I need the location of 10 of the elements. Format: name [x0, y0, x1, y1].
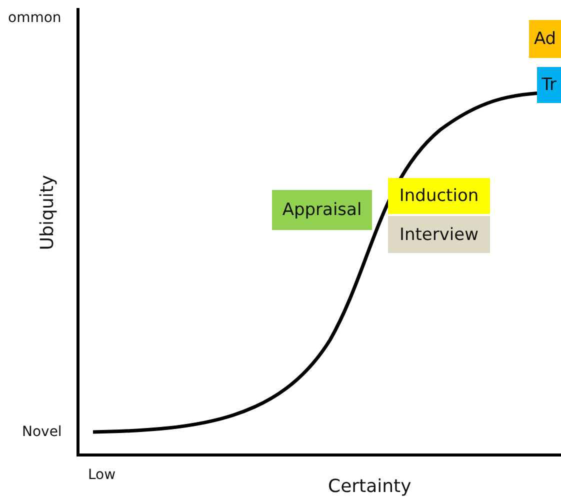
label-box: Interview	[388, 216, 490, 253]
axis-label: Novel	[22, 424, 62, 440]
label-box: Ad	[529, 20, 561, 58]
axis-title: Certainty	[328, 476, 412, 497]
axis-title: Ubiquity	[37, 174, 58, 250]
label-box: Induction	[388, 178, 490, 214]
axis-label: Low	[88, 467, 116, 483]
axis-label: ommon	[8, 10, 62, 26]
label-box: Tr	[537, 67, 561, 103]
label-box: Appraisal	[272, 190, 372, 230]
